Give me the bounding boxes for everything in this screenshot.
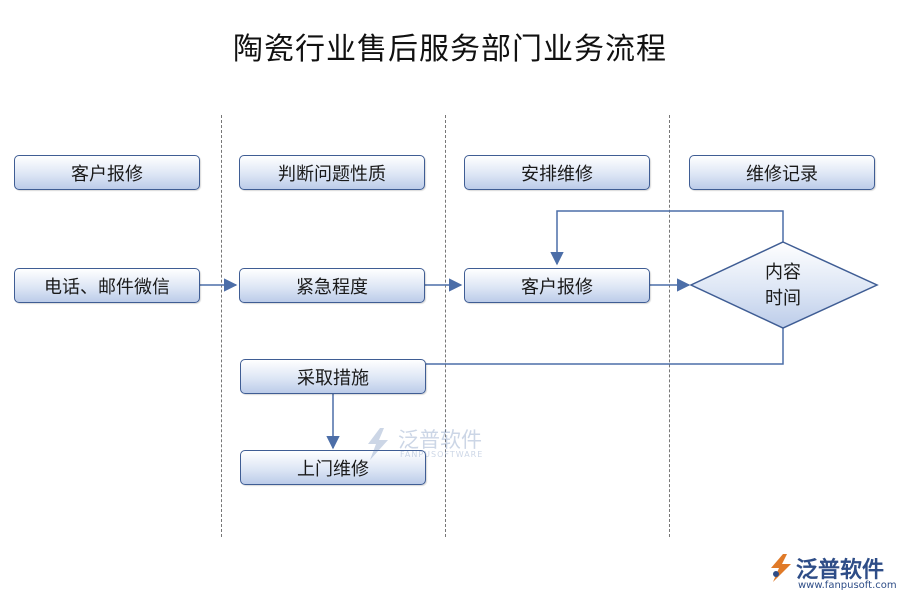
lane-header-label: 维修记录 [746, 163, 818, 185]
node-label: 客户报修 [521, 276, 593, 298]
node-repair-request: 客户报修 [464, 268, 650, 303]
lane-divider [445, 115, 446, 537]
decision-label-line2: 时间 [765, 288, 801, 309]
lane-header-repair-record: 维修记录 [689, 155, 875, 190]
node-label: 采取措施 [297, 367, 369, 389]
lane-header-customer-report: 客户报修 [14, 155, 200, 190]
watermark-logo-icon [368, 428, 388, 460]
page-title: 陶瓷行业售后服务部门业务流程 [233, 32, 667, 67]
brand-url: www.fanpusoft.com [798, 580, 897, 591]
watermark-name: 泛普软件 [398, 428, 482, 452]
lane-header-label: 客户报修 [71, 163, 143, 185]
loop-record-to-repair [550, 210, 784, 266]
lane-divider [221, 115, 222, 537]
decision-label: 内容 时间 [743, 260, 823, 312]
lane-header-label: 判断问题性质 [278, 163, 386, 185]
decision-label-line1: 内容 [765, 262, 801, 283]
watermark: 泛普软件 FANPUSOFTWARE [362, 424, 502, 464]
lane-header-arrange-repair: 安排维修 [464, 155, 650, 190]
node-label: 电话、邮件微信 [44, 276, 170, 298]
lane-header-judge-problem: 判断问题性质 [239, 155, 425, 190]
node-contact-channels: 电话、邮件微信 [14, 268, 200, 303]
node-take-measures: 采取措施 [240, 359, 426, 394]
lane-header-label: 安排维修 [521, 163, 593, 185]
decision-diamond [689, 241, 879, 329]
node-urgency: 紧急程度 [239, 268, 425, 303]
brand-logo: 泛普软件 www.fanpusoft.com [766, 552, 897, 597]
watermark-subtitle: FANPUSOFTWARE [400, 450, 484, 459]
lane-divider [669, 115, 670, 537]
node-onsite-repair: 上门维修 [240, 450, 426, 485]
node-label: 上门维修 [297, 458, 369, 480]
brand-logo-icon [771, 554, 791, 582]
brand-name: 泛普软件 [796, 558, 885, 583]
node-label: 紧急程度 [296, 276, 368, 298]
line-record-to-measures [426, 328, 784, 365]
